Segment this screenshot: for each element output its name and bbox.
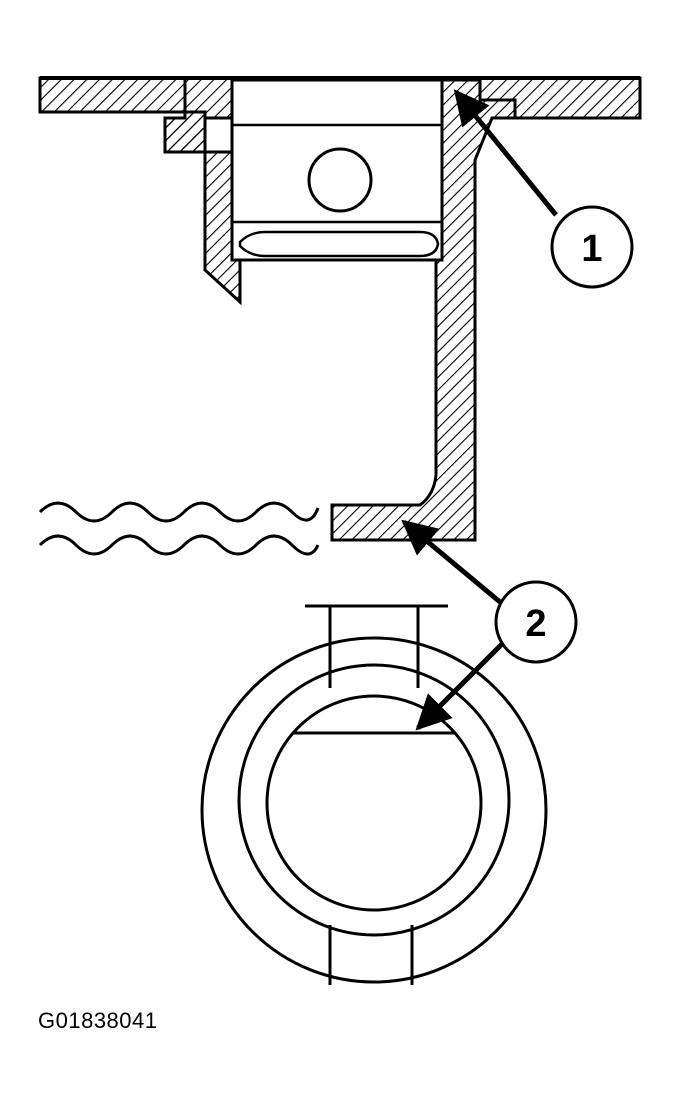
callout-2-arrow-lower — [415, 642, 504, 731]
figure-code: G01838041 — [38, 1008, 158, 1033]
callout-1: 1 — [453, 89, 634, 289]
fluid-level-waves — [38, 501, 320, 556]
pickup-screen-view — [200, 604, 548, 985]
piston-pin-hole — [307, 147, 373, 213]
callout-1-label: 1 — [581, 228, 602, 270]
callout-2-arrow-upper — [401, 519, 502, 604]
callout-2-label: 2 — [525, 603, 546, 645]
pickup-tube — [330, 78, 517, 542]
callout-1-arrow — [453, 89, 558, 217]
callout-2: 2 — [401, 519, 578, 731]
piston-body — [230, 78, 444, 262]
piston-ring-groove — [238, 230, 440, 258]
